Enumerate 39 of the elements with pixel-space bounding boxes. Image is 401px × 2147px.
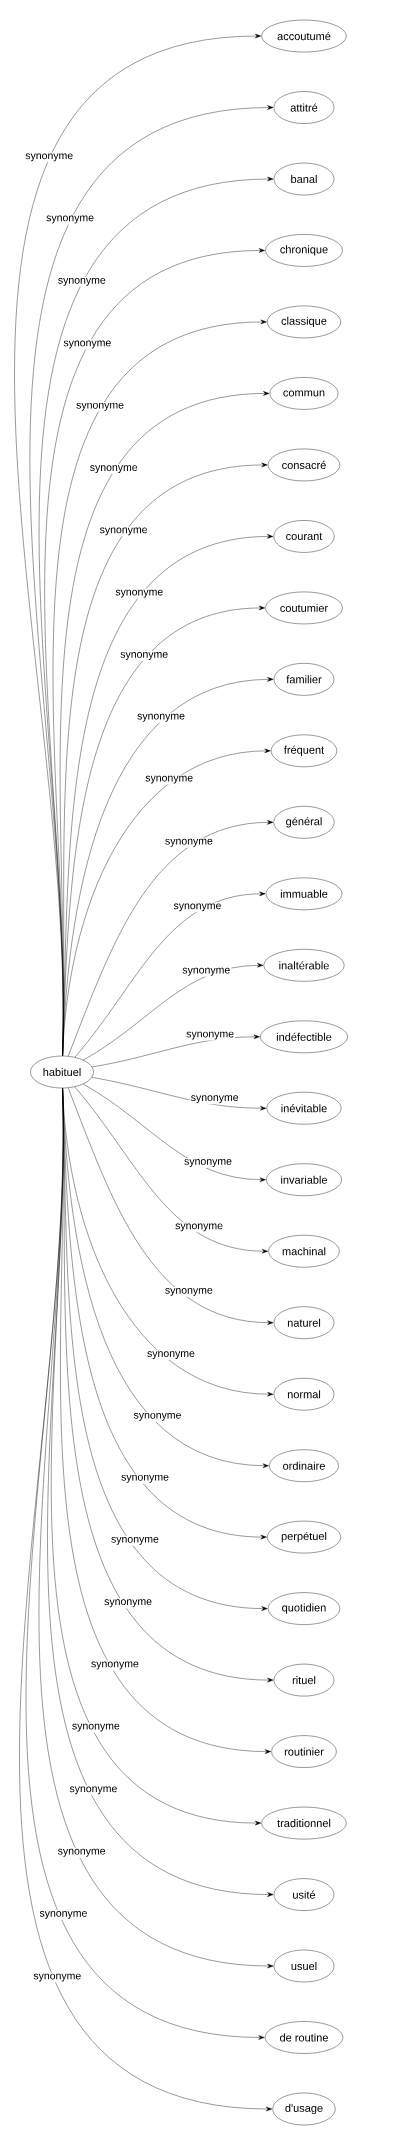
edge-label: synonyme xyxy=(62,339,113,350)
arrow xyxy=(83,963,264,1061)
edge-label: synonyme xyxy=(114,588,165,599)
edge-label: synonyme xyxy=(45,214,95,225)
edge-label: synonyme xyxy=(146,1350,196,1361)
edge-label: synonyme xyxy=(183,1158,233,1168)
edge-label: synonyme xyxy=(189,1094,240,1105)
edge-label: synonyme xyxy=(24,152,75,163)
edge-label: synonyme xyxy=(68,1785,119,1796)
edge-label: synonyme xyxy=(163,1287,214,1297)
edge-label: synonyme xyxy=(110,1535,160,1546)
edge-label: synonyme xyxy=(144,774,195,785)
arrow xyxy=(62,748,271,1056)
edge-label: synonyme xyxy=(174,1222,224,1233)
edge-label: synonyme xyxy=(32,1972,83,1983)
edge-label: synonyme xyxy=(90,1660,140,1671)
edge-label: synonyme xyxy=(119,651,170,661)
edge-label: synonyme xyxy=(120,1473,170,1484)
edge-label: synonyme xyxy=(98,526,149,537)
arrow xyxy=(68,820,274,1057)
edge-label: synonyme xyxy=(181,966,232,977)
edge-label: synonyme xyxy=(136,712,186,723)
edge-label: synonyme xyxy=(103,1598,153,1609)
edge-label: synonyme xyxy=(56,1847,107,1858)
edge-label: synonyme xyxy=(132,1411,183,1422)
edge-label: synonyme xyxy=(172,902,223,913)
arrow xyxy=(74,891,266,1058)
edge-label: synonyme xyxy=(56,277,107,287)
edge-label: synonyme xyxy=(185,1030,236,1041)
edge-label: synonyme xyxy=(164,837,214,848)
edge-label: synonyme xyxy=(75,401,125,412)
arrow xyxy=(74,1086,269,1254)
edge-label: synonyme xyxy=(70,1722,121,1733)
arrow xyxy=(67,1087,274,1325)
edge-label: synonyme xyxy=(38,1910,89,1920)
arrow xyxy=(83,1083,266,1182)
arrow xyxy=(91,1034,260,1068)
arrow xyxy=(91,1077,267,1111)
edge-label: synonyme xyxy=(88,464,139,475)
